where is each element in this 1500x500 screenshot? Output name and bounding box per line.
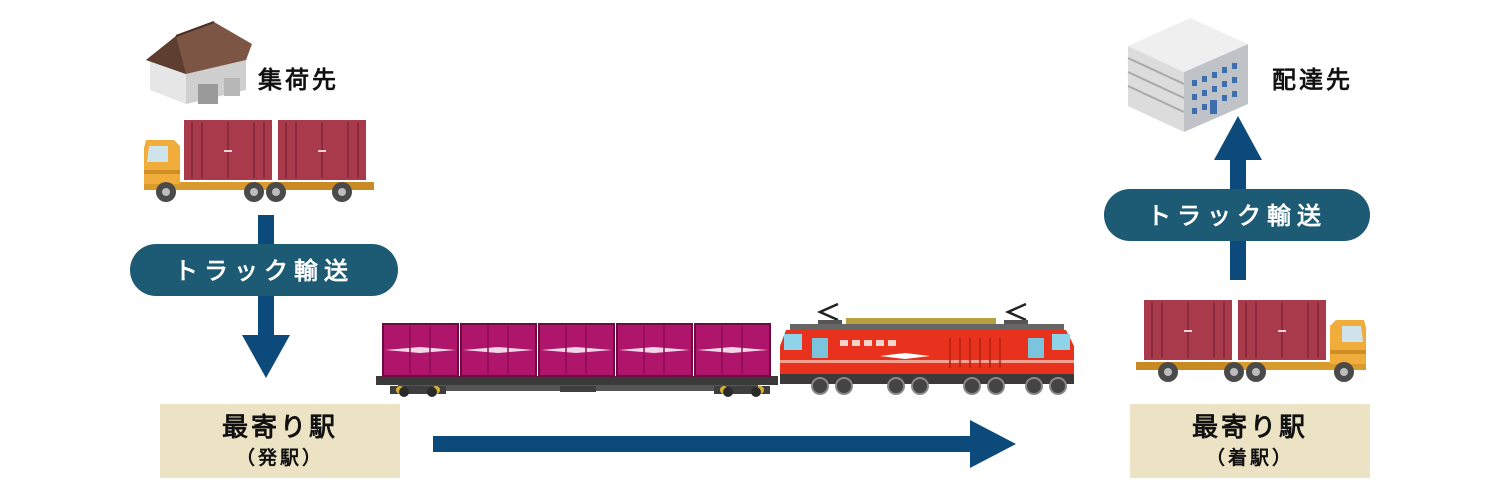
freight-train-icon — [376, 323, 778, 397]
truck-transport-label: トラック輸送 — [174, 257, 354, 285]
container-truck-icon — [1135, 299, 1367, 383]
arrival-station-box: 最寄り駅 （着駅） — [1130, 404, 1370, 478]
pickup-label: 集荷先 — [257, 66, 339, 94]
truck-transport-label: トラック輸送 — [1147, 202, 1327, 230]
arrival-station-subtitle: （着駅） — [1206, 446, 1294, 469]
arrival-station-title: 最寄り駅 — [1192, 412, 1308, 443]
warehouse-icon — [146, 21, 252, 104]
rail-containers — [382, 323, 771, 377]
container-truck-icon — [143, 119, 375, 203]
truck-transport-pill: トラック輸送 — [1104, 189, 1370, 241]
delivery-label: 配達先 — [1272, 66, 1353, 94]
departure-station-box: 最寄り駅 （発駅） — [160, 404, 400, 478]
office-building-icon — [1127, 18, 1248, 132]
electric-locomotive-icon — [780, 302, 1074, 395]
arrow-down-icon — [242, 215, 290, 378]
arrow-right-icon — [433, 420, 1016, 468]
departure-station-title: 最寄り駅 — [222, 412, 338, 443]
truck-transport-pill: トラック輸送 — [130, 244, 398, 296]
departure-station-subtitle: （発駅） — [236, 446, 324, 469]
